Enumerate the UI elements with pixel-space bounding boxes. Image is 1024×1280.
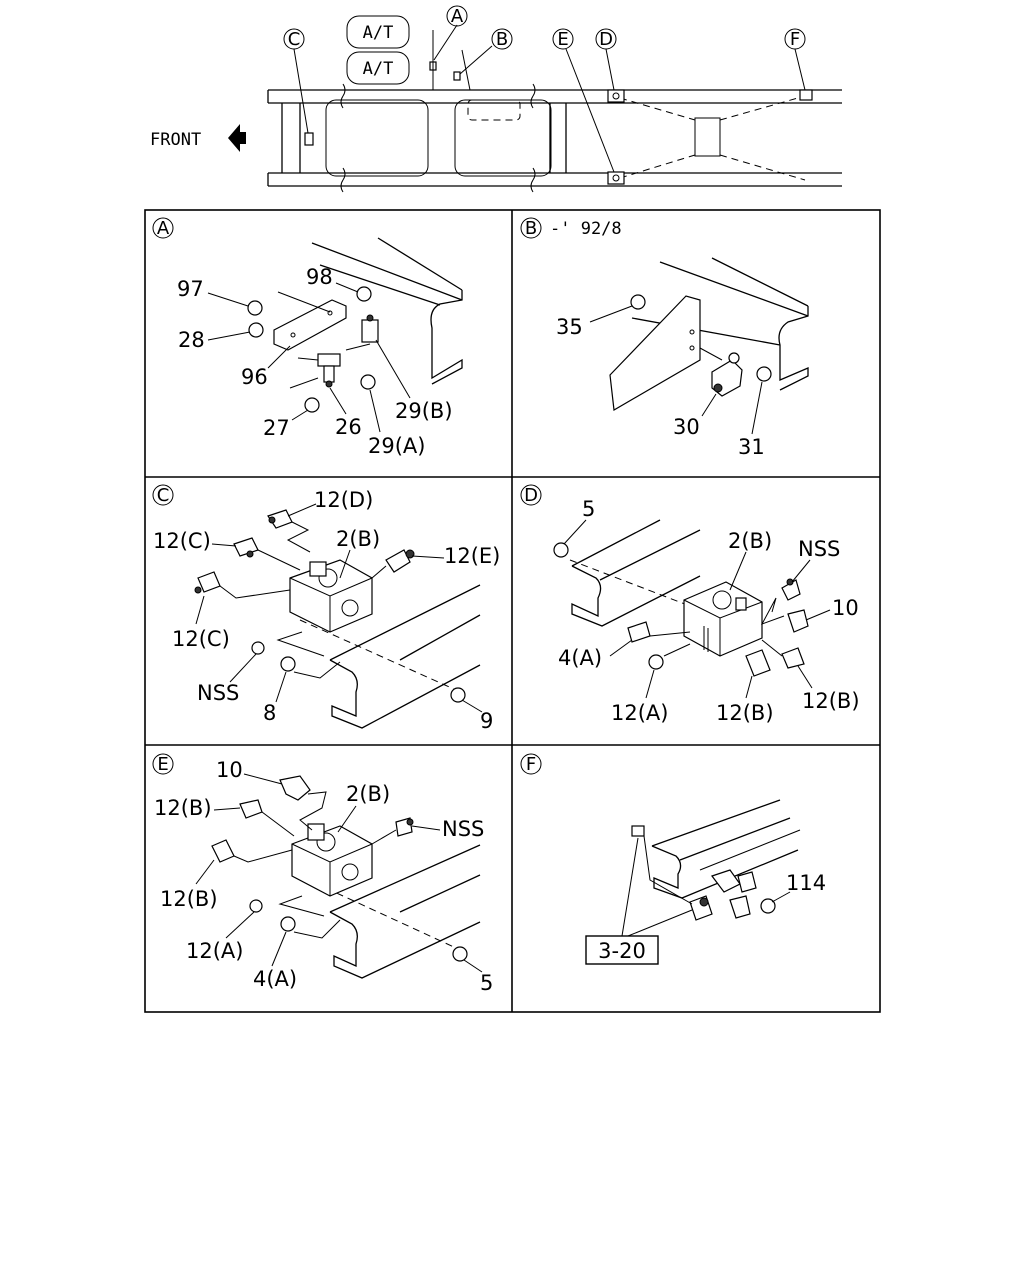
label-12a-d: 12(A) xyxy=(611,701,668,725)
panel-b-title: -' 92/8 xyxy=(550,219,622,239)
overview-callout-e: E xyxy=(552,28,574,50)
label-97: 97 xyxy=(177,277,204,301)
label-nss-e: NSS xyxy=(442,817,484,841)
at-box-2 xyxy=(346,51,410,85)
at-label-2: A/T xyxy=(363,59,394,79)
front-arrow-icon xyxy=(228,124,246,152)
label-12b-e1: 12(B) xyxy=(154,796,212,820)
overview-callout-f: F xyxy=(784,28,806,50)
label-29b: 29(B) xyxy=(395,399,453,423)
panel-a-letter: A xyxy=(157,218,170,239)
svg-text:C: C xyxy=(288,29,301,50)
label-12b-d2: 12(B) xyxy=(802,689,860,713)
label-12d: 12(D) xyxy=(314,488,373,512)
chassis-overview: A/T A/T FRONT xyxy=(150,15,842,193)
panel-e: E 10 12(B) 2(B) NSS xyxy=(152,753,493,995)
label-10-d: 10 xyxy=(832,596,859,620)
label-2b-c: 2(B) xyxy=(336,527,380,551)
panel-b: B -' 92/8 35 30 31 xyxy=(520,217,809,459)
panel-b-letter: B xyxy=(525,218,537,239)
label-9: 9 xyxy=(480,709,493,733)
svg-text:B: B xyxy=(496,29,508,50)
label-28: 28 xyxy=(178,328,205,352)
label-12a-e: 12(A) xyxy=(186,939,243,963)
label-12c-bottom: 12(C) xyxy=(172,627,230,651)
label-96: 96 xyxy=(241,365,268,389)
label-5-d: 5 xyxy=(582,497,595,521)
at-box-1 xyxy=(346,15,410,49)
label-2b-e: 2(B) xyxy=(346,782,390,806)
label-12b-d1: 12(B) xyxy=(716,701,774,725)
label-8: 8 xyxy=(263,701,276,725)
svg-text:E: E xyxy=(557,29,568,50)
label-114: 114 xyxy=(786,871,826,895)
panel-d-letter: D xyxy=(524,485,538,506)
reference-box-3-20 xyxy=(585,935,659,965)
label-30: 30 xyxy=(673,415,700,439)
label-12c-top: 12(C) xyxy=(153,529,211,553)
overview-callout-d: D xyxy=(595,28,617,50)
front-label: FRONT xyxy=(150,130,201,150)
label-12e: 12(E) xyxy=(444,544,500,568)
label-10-e: 10 xyxy=(216,758,243,782)
label-nss-c: NSS xyxy=(197,681,239,705)
svg-text:F: F xyxy=(790,29,800,50)
label-29a: 29(A) xyxy=(368,434,425,458)
label-27: 27 xyxy=(263,416,290,440)
label-31: 31 xyxy=(738,435,765,459)
overview-callout-c: C xyxy=(283,28,305,50)
overview-callout-b: B xyxy=(491,28,513,50)
panel-d: D 5 2(B) NSS 10 4(A) xyxy=(520,484,860,725)
svg-text:A: A xyxy=(451,6,464,27)
label-nss-d: NSS xyxy=(798,537,840,561)
label-5-e: 5 xyxy=(480,971,493,995)
label-98: 98 xyxy=(306,265,333,289)
at-label-1: A/T xyxy=(363,23,394,43)
label-3-20: 3-20 xyxy=(598,939,646,963)
panel-c: C 12(D) 12(C) 2(B) xyxy=(152,484,500,733)
label-2b-d: 2(B) xyxy=(728,529,772,553)
panel-f: F 114 3-20 xyxy=(520,753,826,965)
overview-callout-a: A xyxy=(446,5,468,27)
panel-f-letter: F xyxy=(526,754,536,775)
svg-text:D: D xyxy=(599,29,613,50)
panel-e-letter: E xyxy=(157,754,168,775)
label-35: 35 xyxy=(556,315,583,339)
panel-grid xyxy=(144,209,881,1013)
label-4a-e: 4(A) xyxy=(253,967,297,991)
label-26: 26 xyxy=(335,415,362,439)
panel-a: A 97 98 28 96 27 xyxy=(152,217,463,458)
label-12b-e2: 12(B) xyxy=(160,887,218,911)
label-4a-d: 4(A) xyxy=(558,646,602,670)
panel-c-letter: C xyxy=(157,485,170,506)
